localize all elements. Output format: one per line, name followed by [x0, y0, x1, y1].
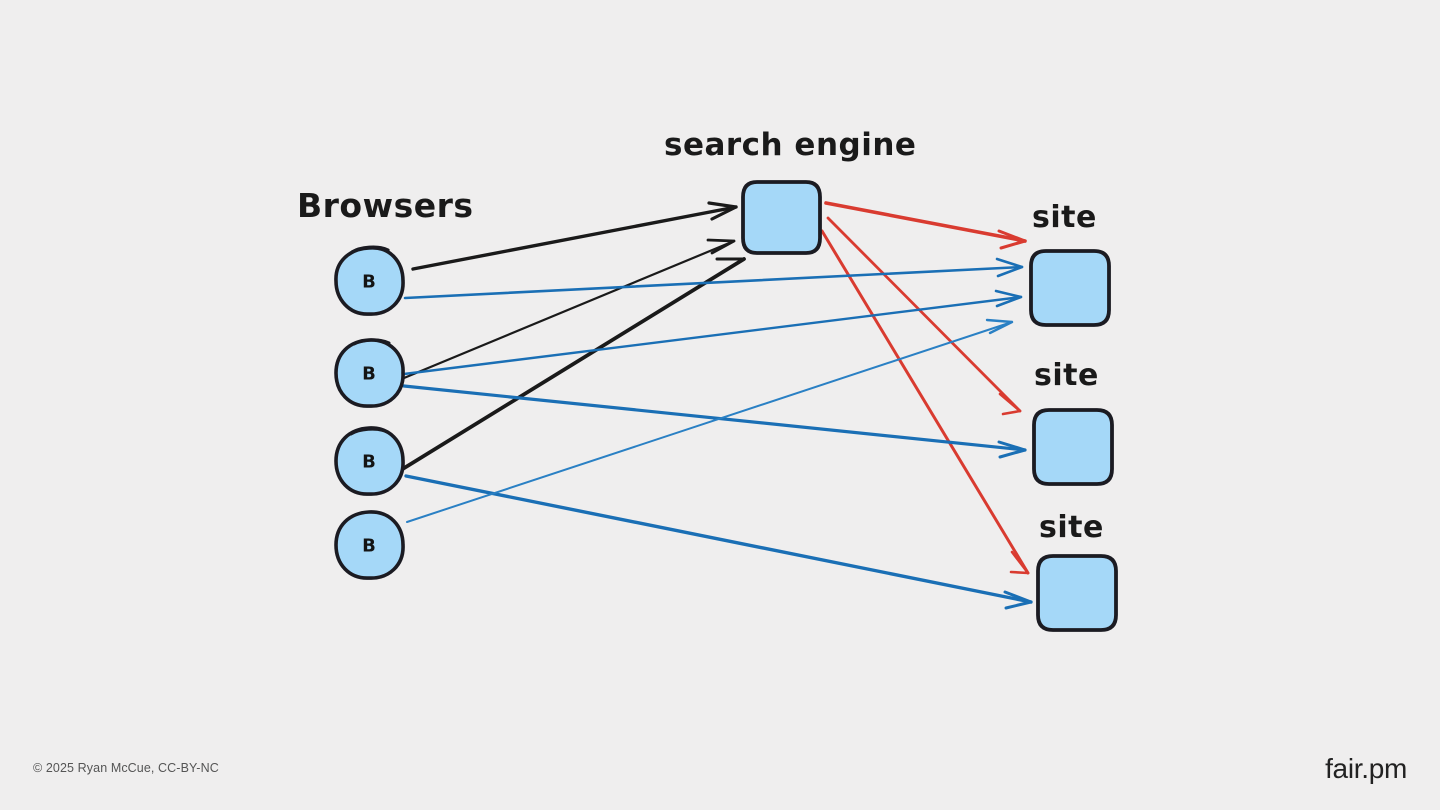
- edge-browser3-site3: [404, 474, 1033, 610]
- site-node-3[interactable]: [1036, 554, 1118, 632]
- site-label-2: site: [1034, 358, 1099, 393]
- site-label-1: site: [1032, 200, 1097, 235]
- site-watermark: fair.pm: [1325, 753, 1407, 784]
- edge-browser2-search: [402, 238, 736, 380]
- site-node-1[interactable]: [1029, 249, 1111, 327]
- browser-node-4[interactable]: [334, 510, 405, 580]
- site-node-2[interactable]: [1032, 408, 1114, 486]
- edges-search-to-site: [820, 201, 1030, 575]
- site-label-3: site: [1039, 510, 1104, 545]
- browser-nodes: [334, 245, 405, 580]
- edge-browser2-site1: [402, 289, 1023, 376]
- edge-browser4-site1: [406, 318, 1014, 523]
- browser-node-2[interactable]: [334, 338, 405, 408]
- search-engine-node[interactable]: [741, 180, 822, 255]
- copyright-notice: © 2025 Ryan McCue, CC-BY-NC: [33, 761, 219, 775]
- edge-search-site3: [820, 229, 1030, 575]
- edge-search-site2: [826, 216, 1022, 416]
- edges-browser-to-site: [402, 257, 1033, 610]
- browser-node-1[interactable]: [334, 245, 405, 316]
- edge-browser3-search: [399, 257, 746, 472]
- edges-browser-to-search: [399, 201, 746, 472]
- edge-search-site1: [824, 201, 1027, 250]
- edge-browser1-site1: [403, 257, 1024, 300]
- site-nodes: [1029, 249, 1118, 632]
- browsers-group-label: Browsers: [297, 186, 474, 225]
- browser-node-3[interactable]: [334, 426, 405, 496]
- search-engine-label: search engine: [664, 127, 917, 163]
- edge-browser1-search: [411, 201, 738, 271]
- edge-browser2-site2: [402, 384, 1027, 459]
